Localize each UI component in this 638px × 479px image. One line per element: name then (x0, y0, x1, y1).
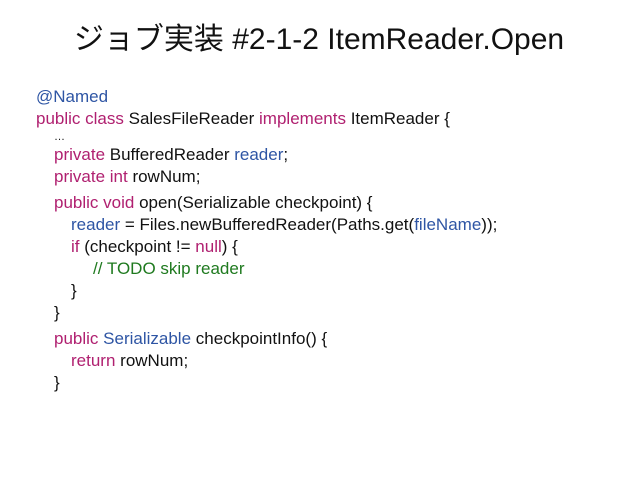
field-reader-type: BufferedReader (109, 145, 230, 164)
code-line-class-declaration: public class SalesFileReader implements … (36, 108, 626, 130)
open-modifiers: public void (54, 193, 135, 212)
if-keyword: if (71, 237, 80, 256)
close-if-brace: } (71, 281, 77, 300)
code-line-close-checkpoint: } (36, 372, 626, 394)
return-value: rowNum; (120, 351, 189, 370)
close-checkpoint-brace: } (54, 373, 60, 392)
code-line-open-signature: public void open(Serializable checkpoint… (36, 192, 626, 214)
field-rownum-modifier: private int (54, 167, 128, 186)
file-name-identifier: fileName (414, 215, 482, 234)
if-condition: (checkpoint != (84, 237, 191, 256)
class-name: SalesFileReader (128, 109, 255, 128)
code-line-annotation: @Named (36, 86, 626, 108)
code-line-reader-assignment: reader = Files.newBufferedReader(Paths.g… (36, 214, 626, 236)
code-line-field-reader: private BufferedReader reader; (36, 144, 626, 166)
checkpoint-signature: checkpointInfo() { (195, 329, 328, 348)
code-line-if-statement: if (checkpoint != null) { (36, 236, 626, 258)
code-line-return: return rowNum; (36, 350, 626, 372)
code-block: @Named public class SalesFileReader impl… (36, 86, 626, 394)
code-line-ellipsis: … (36, 130, 626, 144)
assign-end: )); (481, 215, 498, 234)
code-line-close-open: } (36, 302, 626, 324)
return-keyword: return (71, 351, 116, 370)
open-signature: open(Serializable checkpoint) { (139, 193, 373, 212)
null-keyword: null (195, 237, 222, 256)
class-modifiers: public class (36, 109, 124, 128)
code-line-field-rownum: private int rowNum; (36, 166, 626, 188)
field-rownum-name: rowNum; (132, 167, 201, 186)
field-reader-name: reader (234, 145, 284, 164)
field-reader-modifier: private (54, 145, 106, 164)
assign-target: reader (71, 215, 121, 234)
field-reader-end: ; (283, 145, 289, 164)
if-end: ) { (221, 237, 238, 256)
close-open-brace: } (54, 303, 60, 322)
assign-expression: = Files.newBufferedReader(Paths.get( (124, 215, 415, 234)
code-line-checkpoint-signature: public Serializable checkpointInfo() { (36, 328, 626, 350)
interface-name: ItemReader { (350, 109, 450, 128)
checkpoint-return-type: Serializable (103, 329, 192, 348)
ellipsis: … (54, 131, 65, 143)
checkpoint-modifier: public (54, 329, 99, 348)
code-line-comment: // TODO skip reader (36, 258, 626, 280)
implements-keyword: implements (259, 109, 346, 128)
code-line-close-if: } (36, 280, 626, 302)
annotation: @Named (36, 87, 109, 106)
todo-comment: // TODO skip reader (93, 259, 245, 278)
slide-title: ジョブ実装 #2-1-2 ItemReader.Open (73, 23, 565, 56)
